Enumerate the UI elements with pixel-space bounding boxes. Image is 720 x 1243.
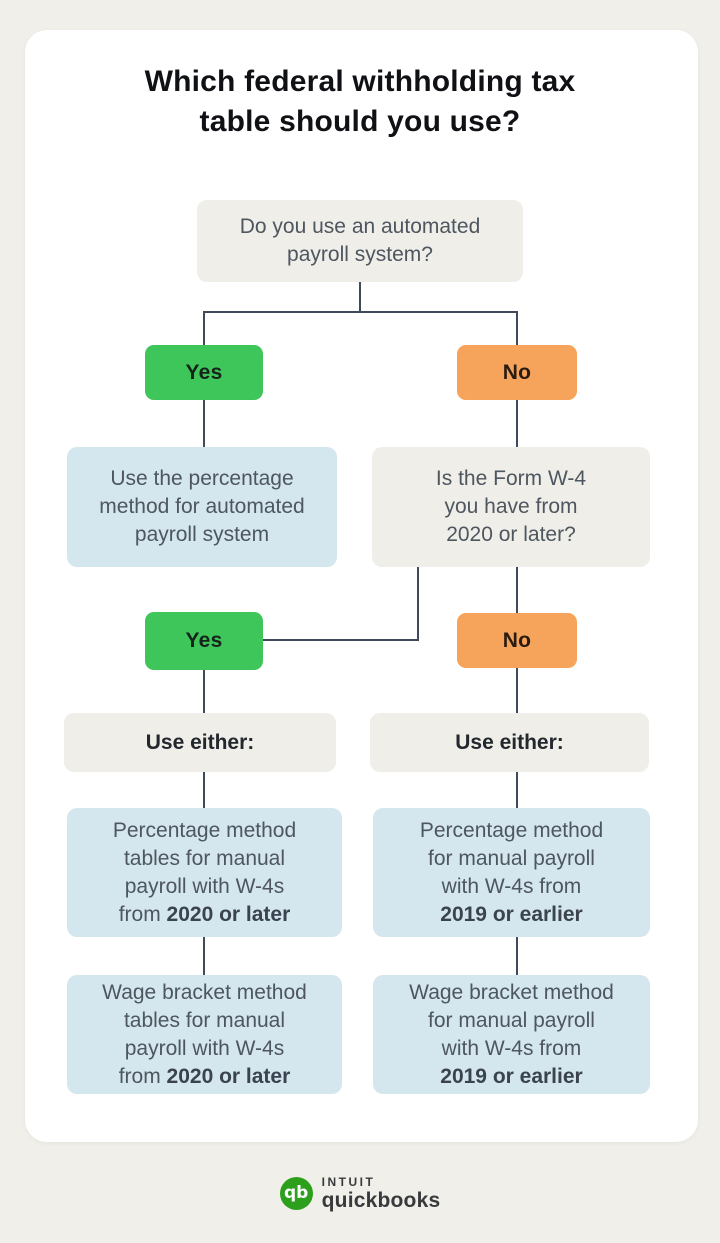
connector-line — [203, 771, 205, 808]
result-percentage-2019-earlier: Percentage method for manual payroll wit… — [373, 808, 650, 937]
page-title: Which federal withholding tax table shou… — [144, 65, 576, 138]
result-text: Wage bracket method for manual payroll w… — [409, 980, 614, 1060]
no-badge-2: No — [457, 613, 577, 668]
no-badge-1: No — [457, 345, 577, 400]
quickbooks-icon: qb — [279, 1177, 313, 1210]
connector-line — [203, 311, 205, 345]
result-text: Percentage method for manual payroll wit… — [419, 818, 604, 898]
connector-line — [203, 936, 205, 975]
result-bold-year: 2020 or later — [166, 902, 291, 926]
yes-badge-2: Yes — [145, 612, 263, 670]
qb-monogram: qb — [283, 1182, 309, 1203]
connector-line — [203, 400, 205, 447]
result-text: Percentage method tables for manual payr… — [112, 818, 297, 926]
connector-line — [359, 282, 361, 313]
answer-percentage-automated: Use the percentage method for automated … — [67, 447, 337, 567]
result-wage-bracket-2019-earlier: Wage bracket method for manual payroll w… — [373, 975, 650, 1094]
result-bold-year: 2020 or later — [166, 1064, 291, 1088]
connector-line — [516, 566, 518, 613]
yes-badge-1: Yes — [145, 345, 263, 400]
connector-line — [203, 311, 518, 313]
connector-line — [516, 311, 518, 345]
quickbooks-wordmark: quickbooks — [321, 1189, 441, 1212]
result-text: Wage bracket method tables for manual pa… — [102, 980, 307, 1088]
intuit-quickbooks-logo: qb INTUIT quickbooks — [0, 1176, 720, 1211]
question-w4-year: Is the Form W-4 you have from 2020 or la… — [372, 447, 650, 567]
result-percentage-2020-later: Percentage method tables for manual payr… — [67, 808, 342, 937]
connector-line — [516, 771, 518, 808]
connector-line — [516, 936, 518, 975]
use-either-right: Use either: — [370, 713, 649, 772]
connector-line — [263, 639, 419, 641]
result-bold-year: 2019 or earlier — [440, 902, 583, 926]
connector-line — [516, 400, 518, 447]
intuit-wordmark: INTUIT — [321, 1175, 376, 1189]
use-either-left: Use either: — [64, 713, 336, 772]
result-wage-bracket-2020-later: Wage bracket method tables for manual pa… — [67, 975, 342, 1094]
connector-line — [516, 667, 518, 713]
result-bold-year: 2019 or earlier — [440, 1064, 583, 1088]
connector-line — [203, 669, 205, 713]
logo-wordmark: INTUIT quickbooks — [322, 1176, 441, 1211]
connector-line — [417, 566, 419, 641]
question-automated-payroll: Do you use an automated payroll system? — [197, 200, 523, 282]
